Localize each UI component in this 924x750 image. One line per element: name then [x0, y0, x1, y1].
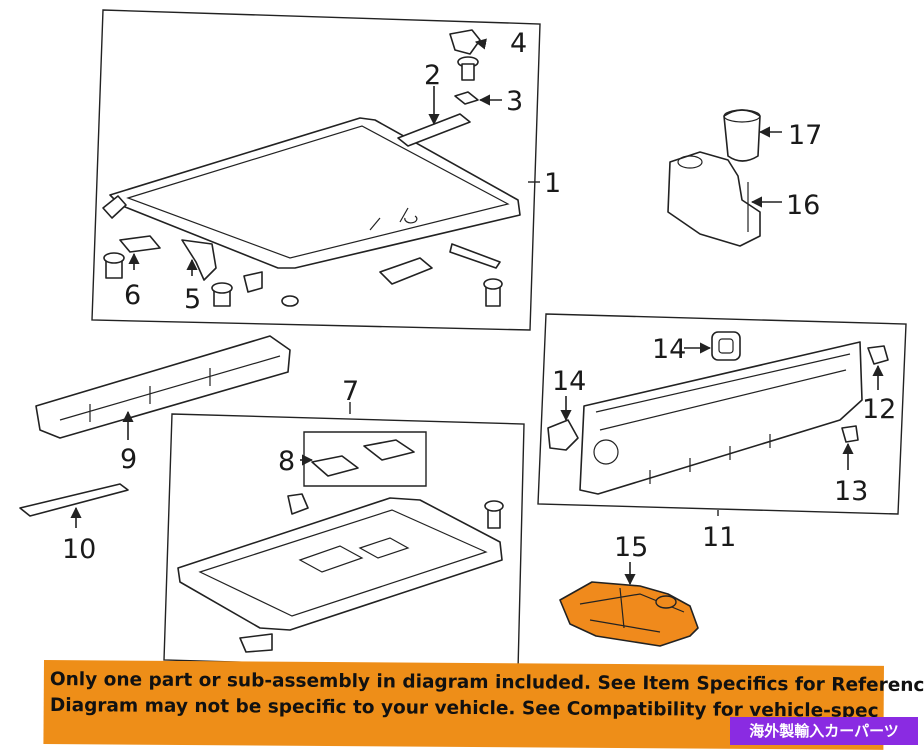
callout-2: 2 — [424, 60, 441, 91]
seller-badge: 海外製輸入カーパーツ — [730, 717, 918, 745]
part-5-hinge — [181, 239, 299, 307]
cargo-cover-panel — [102, 117, 521, 269]
callout-9: 9 — [120, 444, 137, 475]
group-1-box — [91, 9, 541, 331]
callout-15: 15 — [614, 532, 648, 563]
part-9-rail — [35, 335, 291, 439]
group-8-box — [303, 431, 427, 487]
part-14-clip-top — [711, 331, 741, 361]
callout-3: 3 — [506, 86, 523, 117]
part-1-latch — [379, 243, 503, 307]
part-14-clip-left — [547, 419, 579, 451]
part-10-strip — [19, 483, 129, 517]
callout-7: 7 — [342, 376, 359, 407]
callout-16: 16 — [786, 190, 820, 221]
part-13-clip — [841, 425, 859, 443]
callout-labels: 1 2 3 4 5 6 7 8 9 10 11 12 13 14 14 15 1… — [62, 28, 896, 565]
group-11-box — [537, 313, 907, 515]
callout-5: 5 — [184, 284, 201, 315]
part-15-storage-tray — [559, 581, 699, 647]
part-8-clips — [311, 439, 415, 477]
callout-12: 12 — [862, 394, 896, 425]
part-4-cap — [449, 29, 481, 81]
callout-8: 8 — [278, 446, 295, 477]
part-17-bumper — [723, 109, 761, 162]
part-3-washer — [454, 91, 479, 105]
callout-10: 10 — [62, 534, 96, 565]
part-12-clip — [867, 345, 889, 365]
part-7-tray — [177, 493, 504, 653]
part-11-panel — [579, 341, 863, 495]
callout-4: 4 — [510, 28, 527, 59]
callout-6: 6 — [124, 280, 141, 311]
part-16-bracket — [667, 151, 761, 247]
part-6-hinge — [103, 235, 161, 279]
callout-11: 11 — [702, 522, 736, 553]
callout-14-top: 14 — [652, 334, 686, 365]
callout-17: 17 — [788, 120, 822, 151]
callout-13: 13 — [834, 476, 868, 507]
callout-1: 1 — [544, 168, 561, 199]
callout-leaders — [70, 38, 884, 586]
callout-14-left: 14 — [552, 366, 586, 397]
